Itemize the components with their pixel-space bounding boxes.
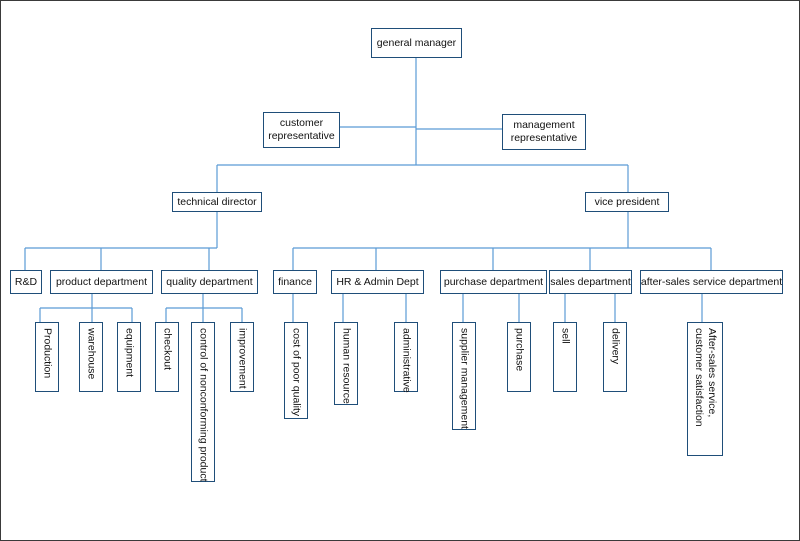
node-quality-department: quality department xyxy=(161,270,258,294)
node-administrative: administrative xyxy=(394,322,418,393)
node-production: Production xyxy=(35,322,59,392)
node-purchase-department: purchase department xyxy=(440,270,547,294)
node-equipment: equipment xyxy=(117,322,141,392)
node-sell: sell xyxy=(553,322,577,392)
node-delivery: delivery xyxy=(603,322,627,392)
node-rnd: R&D xyxy=(10,270,42,294)
node-finance: finance xyxy=(273,270,317,294)
node-hr-admin-dept: HR & Admin Dept xyxy=(331,270,424,294)
node-warehouse: warehouse xyxy=(79,322,103,392)
node-improvement: improvement xyxy=(230,322,254,392)
node-cost-of-poor-quality: cost of poor quality xyxy=(284,322,308,419)
node-checkout: checkout xyxy=(155,322,179,392)
node-control-of-nonconforming-product: control of nonconforming product xyxy=(191,322,215,482)
node-technical-director: technical director xyxy=(172,192,262,212)
node-purchase: purchase xyxy=(507,322,531,392)
node-supplier-management: supplier management xyxy=(452,322,476,430)
node-management-representative: management representative xyxy=(502,114,586,150)
node-customer-representative: customer representative xyxy=(263,112,340,148)
node-vice-president: vice president xyxy=(585,192,669,212)
node-after-sales-service-department: after-sales service department xyxy=(640,270,783,294)
node-human-resource: human resource xyxy=(334,322,358,405)
node-product-department: product department xyxy=(50,270,153,294)
node-sales-department: sales department xyxy=(549,270,632,294)
node-after-sales-service-customer-satisfaction: After-sales service, customer satisfacti… xyxy=(687,322,723,456)
node-general-manager: general manager xyxy=(371,28,462,58)
